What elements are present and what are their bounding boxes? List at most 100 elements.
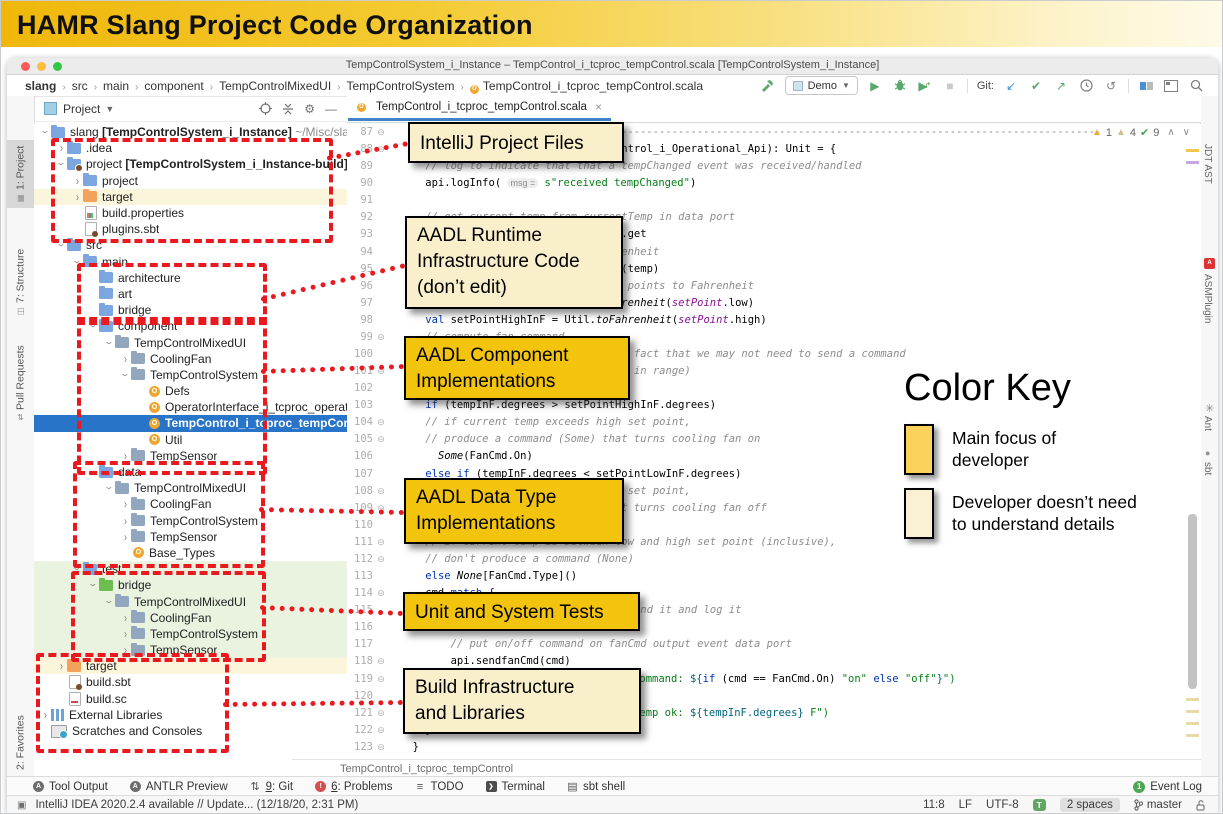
chevron-icon[interactable]: › [124, 497, 127, 511]
tree-item-build-sbt[interactable]: build.sbt [34, 674, 347, 691]
stripe-weak-mark[interactable] [1186, 698, 1199, 701]
event-log-button[interactable]: 1 Event Log [1133, 780, 1202, 793]
toolwindow-switcher-icon[interactable]: ▣ [17, 799, 27, 811]
zoom-window-button[interactable] [53, 62, 62, 71]
tree-item-coolingfan[interactable]: ›CoolingFan [34, 609, 347, 626]
code-line-97[interactable]: 97 val setPointLowInF = Util.toFahrenhei… [347, 295, 1201, 312]
sidebar-item-jdt-ast[interactable]: JDT AST [1202, 144, 1213, 184]
tree-item-tempcontrolsystem[interactable]: ›TempControlSystem [34, 513, 347, 529]
chevron-icon[interactable]: › [124, 643, 127, 657]
code-line-106[interactable]: 106 Some(FanCmd.On) [347, 448, 1201, 465]
toolwindow-button-todo[interactable]: ≡TODO [415, 781, 464, 793]
chevron-icon[interactable]: › [76, 190, 79, 204]
breadcrumb-item-tempcontrol-i-tcproc-tempcontrol-scala[interactable]: TempControl_i_tcproc_tempControl.scala [482, 78, 703, 93]
code-line-120[interactable]: 120 [347, 688, 1201, 705]
caret-position[interactable]: 11:8 [923, 799, 945, 811]
sidebar-item-asmplugin[interactable]: ASMPlugin [1202, 274, 1213, 324]
diff-icon[interactable] [1138, 78, 1154, 94]
build-hammer-icon[interactable] [760, 78, 776, 94]
tree-item-scratches-and-consoles[interactable]: Scratches and Consoles [34, 723, 347, 739]
code-line-121[interactable]: 121⊖ case _ => api.logInfo( msg = s"temp… [347, 705, 1201, 722]
fold-icon[interactable]: ⊖ [377, 554, 385, 565]
code-line-93[interactable]: 93 val temp = api.getcurrentTemp().get [347, 226, 1201, 243]
tree-item-data[interactable]: ›data [34, 464, 347, 480]
tree-item-target[interactable]: ›target [34, 658, 347, 675]
fold-icon[interactable]: ⊖ [377, 725, 385, 736]
fold-icon[interactable]: ⊖ [377, 332, 385, 343]
fold-icon[interactable]: ⊖ [377, 503, 385, 514]
code-line-100[interactable]: 100 // (Option explicitly models the fac… [347, 346, 1201, 363]
code-editor[interactable]: 87⊖ // ---------------------------------… [347, 124, 1201, 759]
tree-item-bridge[interactable]: bridge [34, 302, 347, 318]
file-encoding[interactable]: UTF-8 [986, 799, 1019, 811]
code-line-113[interactable]: 113 else None[FanCmd.Type]() [347, 568, 1201, 585]
fold-icon[interactable]: ⊖ [377, 128, 385, 138]
stripe-weak-mark[interactable] [1186, 734, 1199, 737]
lock-icon[interactable] [1196, 799, 1206, 811]
code-line-99[interactable]: 99⊖ // compute fan command [347, 329, 1201, 346]
tree-item-project[interactable]: ›project [TempControlSystem_i_Instance-b… [34, 156, 347, 172]
git-branch-widget[interactable]: master [1134, 799, 1182, 811]
gear-icon[interactable]: ⚙ [304, 101, 315, 116]
tree-item-art[interactable]: art [34, 286, 347, 302]
fold-icon[interactable]: ⊖ [377, 486, 385, 497]
chevron-icon[interactable]: › [124, 449, 127, 463]
git-commit-icon[interactable]: ✔ [1030, 78, 1042, 93]
stripe-info-mark[interactable] [1186, 161, 1199, 164]
inspections-widget[interactable]: ▲1 ▲4 ✔9 ∧ ∨ [1092, 126, 1190, 140]
chevron-icon[interactable]: › [76, 174, 79, 188]
chevron-icon[interactable]: › [124, 514, 127, 528]
code-line-92[interactable]: 92 // get current temp from currentTemp … [347, 209, 1201, 226]
tree-item-main[interactable]: ›main [34, 254, 347, 270]
breadcrumb-item-tempcontrolmixedui[interactable]: TempControlMixedUI [219, 78, 332, 93]
code-line-122[interactable]: 122⊖ } [347, 722, 1201, 739]
git-update-icon[interactable]: ↙ [1005, 78, 1017, 93]
code-line-123[interactable]: 123⊖ } [347, 739, 1201, 756]
fold-icon[interactable]: ⊖ [377, 537, 385, 548]
code-line-89[interactable]: 89 // log to indicate that that a tempCh… [347, 158, 1201, 175]
project-panel-title[interactable]: Project [63, 101, 101, 116]
tree-item-slang[interactable]: ›slang [TempControlSystem_i_Instance] ~/… [34, 124, 347, 140]
fold-icon[interactable]: ⊖ [377, 418, 385, 429]
tree-item-target[interactable]: ›target [34, 188, 347, 205]
hide-panel-icon[interactable]: — [325, 101, 337, 116]
breadcrumb-item-component[interactable]: component [144, 78, 204, 93]
tree-item-tempsensor[interactable]: ›TempSensor [34, 642, 347, 659]
breadcrumb-item-tempcontrolsystem[interactable]: TempControlSystem [346, 78, 455, 93]
code-line-94[interactable]: 94 // convert current temp to Fahrenheit [347, 244, 1201, 261]
breadcrumb[interactable]: slang›src›main›component›TempControlMixe… [25, 78, 703, 94]
code-line-111[interactable]: 111⊖ // if current temp is between low a… [347, 534, 1201, 551]
tree-item-tempcontrolmixedui[interactable]: ›TempControlMixedUI [34, 334, 347, 350]
chevron-icon[interactable]: › [124, 352, 127, 366]
history-clock-icon[interactable] [1078, 78, 1094, 94]
stripe-weak-mark[interactable] [1186, 710, 1199, 713]
prev-problem-icon[interactable]: ∧ [1167, 127, 1175, 138]
sidebar-item-structure[interactable]: ◫7: Structure [14, 248, 27, 316]
sidebar-item-ant[interactable]: Ant [1202, 416, 1213, 432]
code-line-124[interactable]: 124 [347, 756, 1201, 759]
code-line-96[interactable]: 96 // convert the low and high set point… [347, 278, 1201, 295]
tree-item-tempsensor[interactable]: ›TempSensor [34, 529, 347, 545]
code-line-95[interactable]: 95 val tempInF = Util.toFahrenheit(temp) [347, 261, 1201, 278]
fold-icon[interactable]: ⊖ [377, 674, 385, 685]
code-line-114[interactable]: 114⊖ cmd match { [347, 585, 1201, 602]
code-line-98[interactable]: 98 val setPointHighInF = Util.toFahrenhe… [347, 312, 1201, 329]
chevron-icon[interactable]: › [60, 659, 63, 673]
fold-icon[interactable]: ⊖ [377, 435, 385, 446]
toolwindow-button-terminal[interactable]: ❯Terminal [485, 781, 545, 793]
next-problem-icon[interactable]: ∨ [1182, 127, 1190, 138]
code-line-87[interactable]: 87⊖ // ---------------------------------… [347, 124, 1201, 141]
stripe-warning-mark[interactable] [1186, 149, 1199, 152]
window-titlebar[interactable]: TempControlSystem_i_Instance – TempContr… [7, 58, 1218, 75]
code-line-115[interactable]: 115 case Some(cmd) => // if some, send i… [347, 602, 1201, 619]
preview-window-icon[interactable] [1163, 78, 1179, 94]
tree-item-tempcontrolsystem[interactable]: ›TempControlSystem [34, 625, 347, 642]
toolwindow-button-6-problems[interactable]: !6: Problems [315, 781, 393, 793]
tree-item-build-sc[interactable]: build.sc [34, 691, 347, 707]
fold-icon[interactable]: ⊖ [377, 589, 385, 600]
code-line-117[interactable]: 117 // put on/off command on fanCmd outp… [347, 636, 1201, 653]
run-with-coverage-button[interactable]: ▶↱ [918, 78, 932, 93]
